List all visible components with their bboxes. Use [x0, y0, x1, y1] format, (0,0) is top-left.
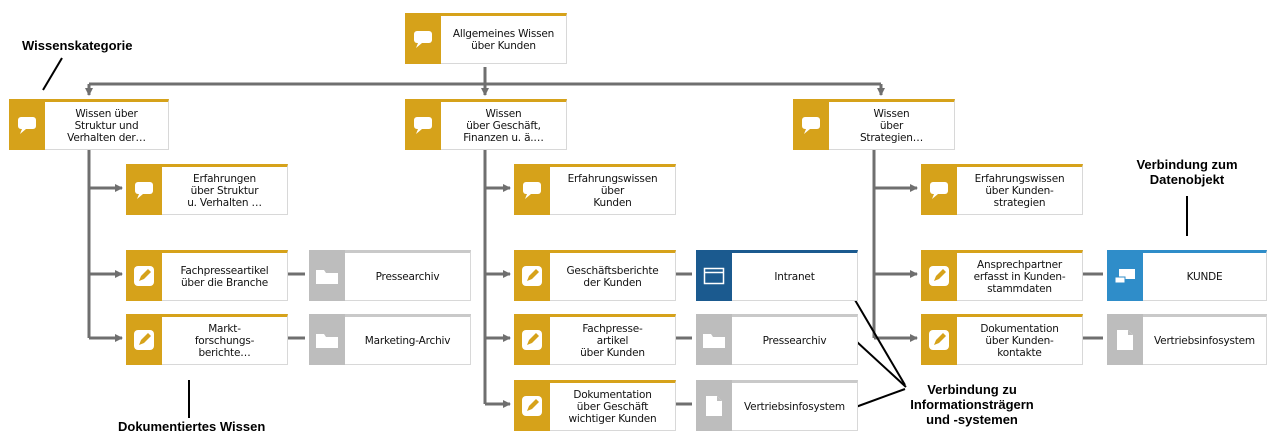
node-label: Intranet: [774, 270, 815, 283]
speech-bubble-icon: [405, 13, 441, 64]
pencil-icon: [126, 314, 162, 365]
knowledge-node-erfahrungswissen-kunden[interactable]: Erfahrungswissen über Kunden: [514, 164, 676, 215]
document-node-ansprechpartner[interactable]: Ansprechpartner erfasst in Kunden- stamm…: [921, 250, 1083, 301]
node-label: Pressearchiv: [375, 270, 440, 283]
document-page-icon: [1107, 314, 1143, 365]
folder-icon: [696, 314, 732, 365]
system-node-pressearchiv[interactable]: Pressearchiv: [309, 250, 471, 301]
annotation-verbindung-datenobjekt: Verbindung zum Datenobjekt: [1136, 157, 1238, 187]
node-label: Geschäftsberichte der Kunden: [566, 264, 659, 289]
node-label: Erfahrungen über Struktur u. Verhalten …: [187, 172, 262, 209]
node-label: Allgemeines Wissen über Kunden: [452, 27, 555, 52]
category-node-struktur[interactable]: Wissen über Struktur und Verhalten der…: [9, 99, 169, 150]
node-label: KUNDE: [1186, 270, 1223, 283]
folder-icon: [309, 314, 345, 365]
speech-bubble-icon: [126, 164, 162, 215]
system-node-vertriebsinfosystem-2[interactable]: Vertriebsinfosystem: [1107, 314, 1267, 365]
pencil-icon: [921, 250, 957, 301]
node-label: Wissen über Geschäft, Finanzen u. ä.…: [463, 107, 544, 144]
system-node-marketing-archiv[interactable]: Marketing-Archiv: [309, 314, 471, 365]
node-label: Ansprechpartner erfasst in Kunden- stamm…: [973, 258, 1066, 295]
data-object-icon: [1107, 250, 1143, 301]
node-label: Markt- forschungs- berichte…: [194, 322, 255, 359]
node-label: Vertriebsinfosystem: [1154, 334, 1255, 347]
document-node-dokumentation-geschaeft[interactable]: Dokumentation über Geschäft wichtiger Ku…: [514, 380, 676, 431]
root-knowledge-node[interactable]: Allgemeines Wissen über Kunden: [405, 13, 567, 64]
speech-bubble-icon: [514, 164, 550, 215]
pencil-icon: [921, 314, 957, 365]
node-label: Erfahrungswissen über Kunden: [567, 172, 658, 209]
data-object-node-kunde[interactable]: KUNDE: [1107, 250, 1267, 301]
system-node-pressearchiv-2[interactable]: Pressearchiv: [696, 314, 858, 365]
pencil-icon: [514, 380, 550, 431]
annotation-dokumentiertes-wissen: Dokumentiertes Wissen: [118, 419, 266, 434]
pencil-icon: [514, 314, 550, 365]
browser-window-icon: [696, 250, 732, 301]
category-node-strategien[interactable]: Wissen über Strategien…: [793, 99, 955, 150]
pencil-icon: [514, 250, 550, 301]
speech-bubble-icon: [793, 99, 829, 150]
document-node-fachpresseartikel-kunden[interactable]: Fachpresse- artikel über Kunden: [514, 314, 676, 365]
node-label: Vertriebsinfosystem: [744, 400, 845, 413]
node-label: Dokumentation über Kunden- kontakte: [980, 322, 1059, 359]
node-label: Wissen über Struktur und Verhalten der…: [67, 107, 146, 144]
document-node-marktforschung[interactable]: Markt- forschungs- berichte…: [126, 314, 288, 365]
node-label: Pressearchiv: [762, 334, 827, 347]
annotation-verbindung-informationstraeger: Verbindung zu Informationsträgern und -s…: [910, 382, 1034, 427]
category-node-geschaeft[interactable]: Wissen über Geschäft, Finanzen u. ä.…: [405, 99, 567, 150]
node-label: Wissen über Strategien…: [859, 107, 924, 144]
knowledge-node-erfahrungswissen-strategien[interactable]: Erfahrungswissen über Kunden- strategien: [921, 164, 1083, 215]
node-label: Fachpresseartikel über die Branche: [180, 264, 269, 289]
speech-bubble-icon: [405, 99, 441, 150]
folder-icon: [309, 250, 345, 301]
document-page-icon: [696, 380, 732, 431]
node-label: Dokumentation über Geschäft wichtiger Ku…: [568, 388, 657, 425]
node-label: Marketing-Archiv: [364, 334, 451, 347]
speech-bubble-icon: [921, 164, 957, 215]
node-label: Erfahrungswissen über Kunden- strategien: [974, 172, 1065, 209]
knowledge-node-erfahrungen[interactable]: Erfahrungen über Struktur u. Verhalten …: [126, 164, 288, 215]
annotation-wissenskategorie: Wissenskategorie: [22, 38, 133, 53]
system-node-vertriebsinfosystem[interactable]: Vertriebsinfosystem: [696, 380, 858, 431]
pencil-icon: [126, 250, 162, 301]
node-label: Fachpresse- artikel über Kunden: [580, 322, 645, 359]
system-node-intranet[interactable]: Intranet: [696, 250, 858, 301]
document-node-fachpresseartikel[interactable]: Fachpresseartikel über die Branche: [126, 250, 288, 301]
document-node-dokumentation-kontakte[interactable]: Dokumentation über Kunden- kontakte: [921, 314, 1083, 365]
speech-bubble-icon: [9, 99, 45, 150]
document-node-geschaeftsberichte[interactable]: Geschäftsberichte der Kunden: [514, 250, 676, 301]
